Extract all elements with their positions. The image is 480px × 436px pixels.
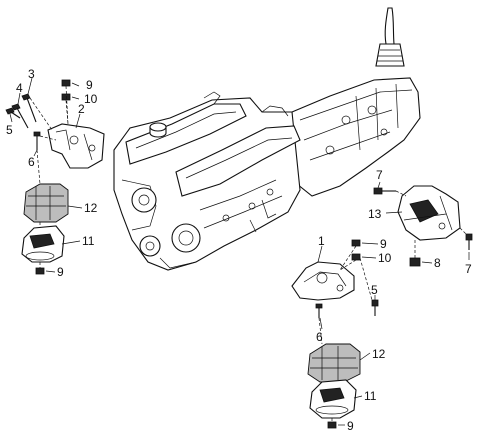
callout-7-bottom: 7 xyxy=(465,262,472,276)
callout-12-right: 12 xyxy=(372,347,386,361)
callout-leaders xyxy=(9,77,470,426)
callout-8: 8 xyxy=(434,256,441,270)
bolt-7-top xyxy=(373,187,383,195)
callout-9-right-top: 9 xyxy=(380,237,387,251)
callout-9-bottom-left: 9 xyxy=(57,265,64,279)
bolt-7-bottom xyxy=(465,233,473,241)
nut-8 xyxy=(409,257,421,267)
left-insulator-12 xyxy=(23,183,69,223)
callout-10-right: 10 xyxy=(378,251,392,265)
callout-2: 2 xyxy=(78,102,85,116)
callout-9-top-left: 9 xyxy=(86,78,93,92)
callout-5-left: 5 xyxy=(6,123,13,137)
callout-11-right: 11 xyxy=(364,389,377,403)
bolt-6-right xyxy=(315,303,323,309)
nut-9-right-top xyxy=(351,239,361,247)
callout-3: 3 xyxy=(28,67,35,81)
callout-7-top: 7 xyxy=(376,168,383,182)
callout-11-left: 11 xyxy=(82,234,95,248)
callout-6-left: 6 xyxy=(28,155,35,169)
callout-12-left: 12 xyxy=(84,201,98,215)
callout-9-right-bottom: 9 xyxy=(347,419,354,433)
bolt-3 xyxy=(21,93,31,101)
callout-6-right: 6 xyxy=(316,330,323,344)
nut-9-bottom-left xyxy=(35,267,45,275)
nut-10-left xyxy=(61,93,71,101)
nut-9-right-bottom xyxy=(327,421,337,429)
bolt-4 xyxy=(11,103,21,111)
nut-10-right xyxy=(351,253,361,261)
callout-10-left: 10 xyxy=(84,92,98,106)
bolt-6-left xyxy=(33,131,41,137)
nut-9-top-left xyxy=(61,79,71,87)
callout-4: 4 xyxy=(16,81,23,95)
left-mount-bracket xyxy=(47,123,105,169)
right-mount-bracket xyxy=(291,261,355,301)
callout-13: 13 xyxy=(368,207,382,221)
engine-transmission-assembly xyxy=(113,7,421,271)
callout-5-right: 5 xyxy=(371,283,378,297)
callout-1: 1 xyxy=(318,234,325,248)
right-insulator-12 xyxy=(307,343,361,383)
bolt-5-right xyxy=(371,299,379,307)
callout-labels: 9 10 3 4 2 5 6 12 11 9 1 9 10 5 6 12 11 … xyxy=(6,67,472,433)
left-mount-group xyxy=(5,79,105,275)
right-mount-group xyxy=(291,239,379,429)
transmission-mount-group xyxy=(373,185,473,267)
